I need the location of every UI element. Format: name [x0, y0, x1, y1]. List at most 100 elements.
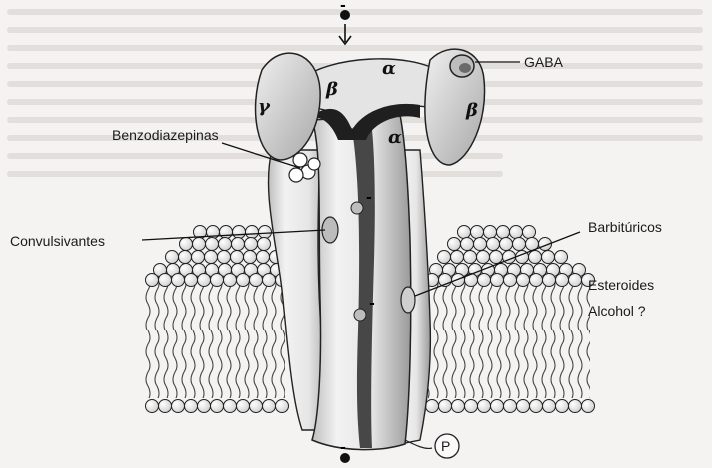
lipid-head: [224, 274, 237, 287]
pore-ion-lower: [354, 309, 366, 321]
lipid-head: [504, 400, 517, 413]
right-membrane-bilayer: [426, 226, 595, 413]
lipid-head: [263, 274, 276, 287]
lipid-head: [448, 238, 461, 251]
pore-ion-upper: [351, 202, 363, 214]
lipid-head: [438, 251, 451, 264]
subunit-alpha-center-label: α: [388, 127, 402, 148]
charge-bottom: -: [340, 440, 346, 456]
lipid-head: [257, 251, 270, 264]
lipid-head: [185, 400, 198, 413]
label-barbituricos: Barbitúricos: [588, 219, 662, 235]
lipid-head: [237, 274, 250, 287]
lipid-head: [510, 226, 523, 239]
lipid-head: [159, 274, 172, 287]
right-upper-lipid-heads: [426, 226, 595, 287]
lipid-head: [233, 226, 246, 239]
lipid-head: [219, 238, 232, 251]
lipid-head: [276, 400, 289, 413]
subunit-beta-right-label: β: [465, 100, 478, 121]
charge-pore-lower: -: [369, 296, 375, 312]
lipid-head: [166, 251, 179, 264]
lipid-head: [172, 400, 185, 413]
lipid-head: [582, 400, 595, 413]
lipid-head: [497, 226, 510, 239]
lipid-head: [426, 400, 439, 413]
lipid-head: [484, 226, 497, 239]
lipid-head: [179, 251, 192, 264]
subunit-alpha-top-label: α: [382, 58, 396, 79]
right-lipid-tails: [428, 280, 590, 398]
subunit-gamma-label: γ: [258, 96, 271, 117]
lipid-head: [529, 251, 542, 264]
lipid-head: [471, 226, 484, 239]
left-lower-lipid-heads: [146, 400, 289, 413]
lipid-head: [555, 251, 568, 264]
lipid-head: [474, 238, 487, 251]
lipid-head: [477, 251, 490, 264]
charge-pore-upper: -: [366, 190, 372, 206]
lipid-head: [244, 251, 257, 264]
lipid-head: [192, 251, 205, 264]
barbiturate-binding-site: [401, 287, 415, 313]
lipid-head: [543, 400, 556, 413]
lipid-head: [146, 274, 159, 287]
lipid-head: [478, 274, 491, 287]
lipid-head: [211, 400, 224, 413]
lipid-head: [513, 238, 526, 251]
lipid-head: [439, 400, 452, 413]
lipid-head: [491, 274, 504, 287]
lipid-head: [491, 400, 504, 413]
right-lower-lipid-heads: [426, 400, 595, 413]
lipid-head: [487, 238, 500, 251]
lipid-head: [237, 400, 250, 413]
lipid-head: [250, 274, 263, 287]
lipid-head: [220, 226, 233, 239]
lipid-head: [246, 226, 259, 239]
lipid-head: [198, 400, 211, 413]
label-esteroides: Esteroides: [588, 277, 654, 293]
lipid-head: [517, 400, 530, 413]
lipid-head: [211, 274, 224, 287]
lipid-head: [205, 251, 218, 264]
lipid-head: [159, 400, 172, 413]
lipid-head: [490, 251, 503, 264]
lipid-head: [478, 400, 491, 413]
lipid-head: [451, 251, 464, 264]
lipid-head: [206, 238, 219, 251]
label-alcohol: Alcohol ?: [588, 303, 646, 319]
subunit-beta-left-label: β: [325, 79, 338, 100]
lipid-head: [543, 274, 556, 287]
lipid-head: [263, 400, 276, 413]
lipid-head: [542, 251, 555, 264]
lipid-head: [258, 238, 271, 251]
lipid-head: [461, 238, 474, 251]
lipid-head: [250, 400, 263, 413]
lipid-head: [231, 251, 244, 264]
lipid-head: [517, 274, 530, 287]
lipid-head: [556, 400, 569, 413]
lipid-head: [218, 251, 231, 264]
lipid-head: [530, 274, 543, 287]
lipid-head: [193, 238, 206, 251]
left-lipid-tails: [145, 280, 285, 398]
lipid-head: [452, 400, 465, 413]
charge-top: -: [340, 0, 346, 14]
lipid-head: [146, 400, 159, 413]
left-membrane-bilayer: [145, 226, 289, 413]
lipid-head: [523, 226, 536, 239]
lipid-head: [172, 274, 185, 287]
lipid-head: [224, 400, 237, 413]
label-phosphate: P: [441, 438, 450, 454]
lipid-head: [569, 400, 582, 413]
lipid-head: [530, 400, 543, 413]
lipid-head: [180, 238, 193, 251]
lipid-head: [464, 251, 477, 264]
lipid-head: [232, 238, 245, 251]
left-upper-lipid-heads: [146, 226, 289, 287]
lipid-head: [245, 238, 258, 251]
lipid-head: [458, 226, 471, 239]
lipid-head: [569, 274, 582, 287]
